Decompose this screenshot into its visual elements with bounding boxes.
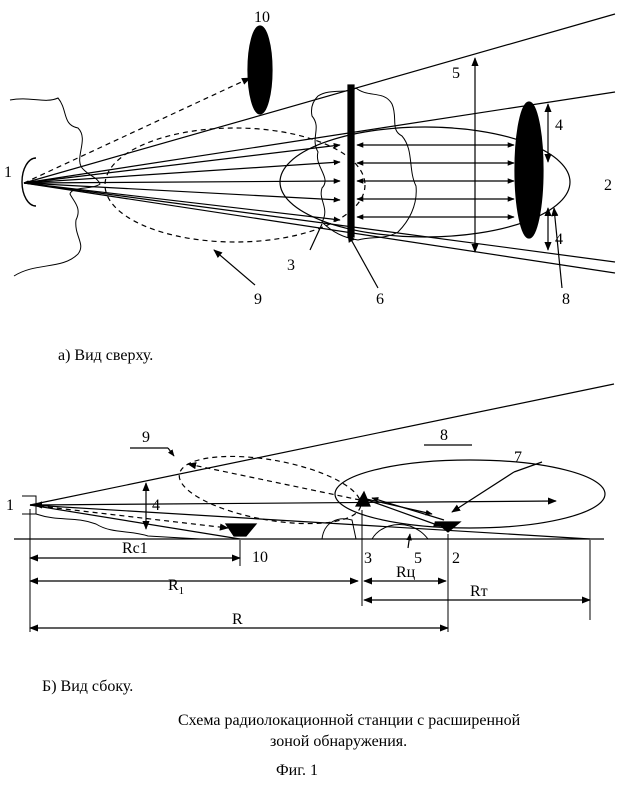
- label-arrows7: 7: [514, 449, 522, 466]
- label-reflector: 6: [376, 291, 384, 308]
- label-ground3: 3: [364, 550, 372, 567]
- label-h-lower: 4: [555, 231, 563, 248]
- label-target10: 10: [254, 9, 270, 26]
- label-height-side: 4: [152, 497, 160, 514]
- dim-r1-sub: 1: [179, 585, 185, 597]
- dim-rc: Rц: [396, 564, 416, 581]
- target-10-side: [226, 524, 256, 536]
- label-width: 5: [452, 65, 460, 82]
- title-line-2: зоной обнаружения.: [270, 733, 407, 751]
- label-zone8: 8: [562, 291, 570, 308]
- target-ellipse: [515, 102, 543, 238]
- title-line-1: Схема радиолокационной станции с расшире…: [178, 712, 520, 730]
- dim-rt: Rт: [470, 583, 488, 600]
- top-view-caption: а) Вид сверху.: [58, 347, 153, 365]
- label-zone-ellipse: 2: [604, 177, 612, 194]
- figure-label: Фиг. 1: [276, 762, 318, 780]
- label-radar-side: 1: [6, 497, 14, 514]
- radar-rays: [24, 145, 340, 220]
- reflector-6: [348, 85, 354, 237]
- label-radar-top: 1: [4, 164, 12, 181]
- label-zone9: 9: [254, 291, 262, 308]
- target-10: [248, 26, 272, 114]
- dim-rc1: Rc1: [122, 540, 148, 557]
- dim-r: R: [232, 611, 243, 628]
- side-view: [14, 384, 614, 632]
- terrain-side: [36, 514, 200, 539]
- dim-r1: R1: [168, 577, 184, 597]
- label-ellipse8-side: 8: [440, 427, 448, 444]
- label-cloud: 3: [287, 257, 295, 274]
- label-target10-side: 10: [252, 549, 268, 566]
- label-ground2: 2: [452, 550, 460, 567]
- label-h-upper: 4: [555, 117, 563, 134]
- ellipse-9: [105, 128, 365, 242]
- double-arrows: [357, 145, 514, 217]
- ellipse-9-side: [174, 444, 366, 535]
- ellipse-8-side: [335, 460, 605, 528]
- label-ellipse9-side: 9: [142, 429, 150, 446]
- side-view-caption: Б) Вид сбоку.: [42, 678, 133, 696]
- top-view: [10, 14, 615, 288]
